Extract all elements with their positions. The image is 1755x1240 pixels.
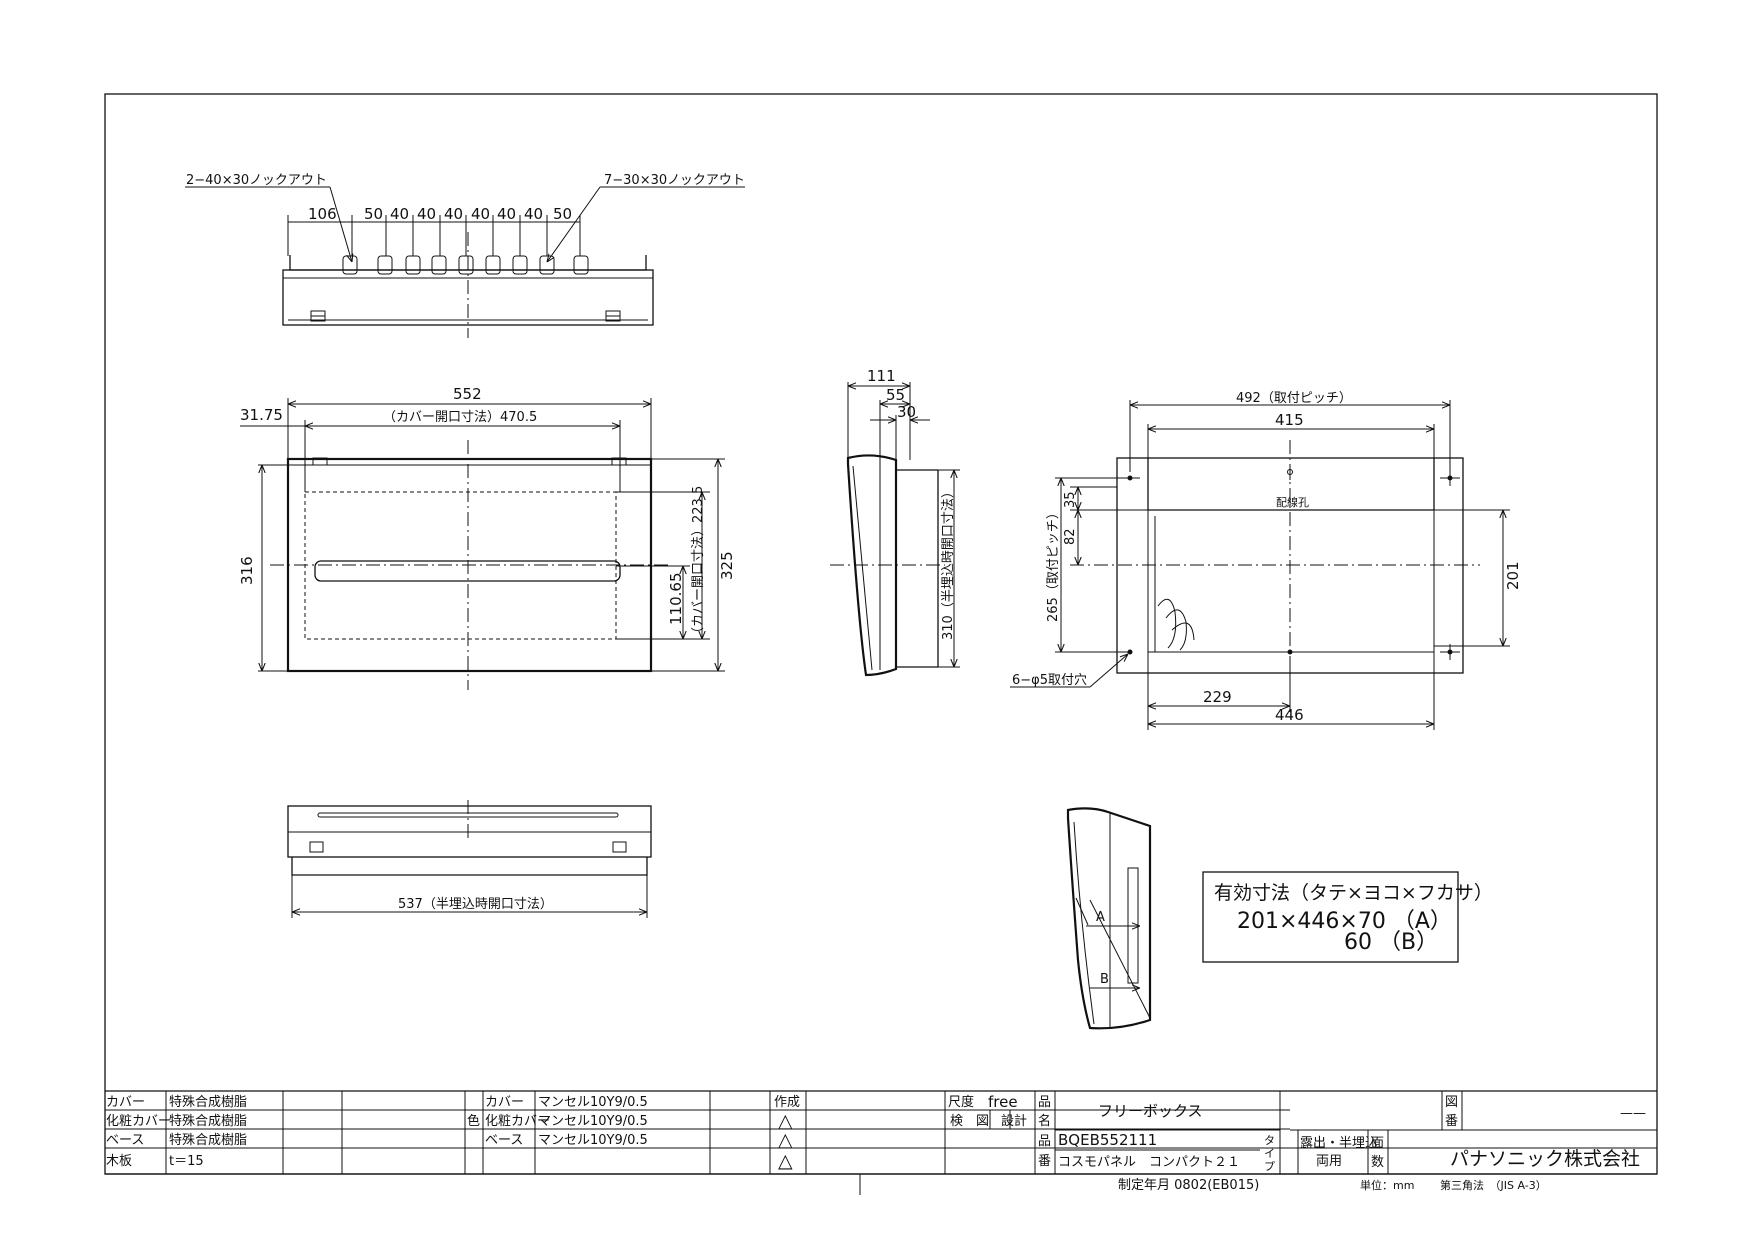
mat-value-3: 特殊合成樹脂 bbox=[169, 1133, 247, 1148]
mat-value-4: t＝15 bbox=[169, 1154, 204, 1169]
bottom-semi-embed: 537（半埋込時開口寸法） bbox=[398, 897, 553, 912]
color-part-2: 化粧カバー bbox=[485, 1114, 550, 1129]
product-number: BQEB552111 bbox=[1058, 1131, 1157, 1149]
knockout-left-label: 2−40×30ノックアウト bbox=[186, 173, 327, 188]
effective-title: 有効寸法（タテ×ヨコ×フカサ） bbox=[1214, 882, 1493, 904]
face-label-b: 数 bbox=[1371, 1155, 1384, 1170]
dim-40e: 40 bbox=[497, 205, 516, 223]
bottom-view bbox=[287, 800, 652, 918]
back-mount-holes: 6−φ5取付穴 bbox=[1012, 673, 1087, 688]
title-block bbox=[105, 1090, 1657, 1195]
front-height-325: 325 bbox=[718, 551, 736, 580]
sheet-border bbox=[104, 93, 1658, 1175]
drawing-label-b: 番 bbox=[1445, 1114, 1458, 1129]
product-name: フリーボックス bbox=[1098, 1102, 1203, 1120]
dim-40c: 40 bbox=[444, 205, 463, 223]
name-label-a: 品 bbox=[1038, 1095, 1051, 1110]
design-label: 設計 bbox=[1001, 1113, 1027, 1129]
top-view bbox=[185, 186, 745, 338]
unit-label: 単位：mm bbox=[1360, 1178, 1414, 1192]
mat-part-2: 化粧カバー bbox=[106, 1114, 171, 1129]
back-w415: 415 bbox=[1275, 411, 1304, 429]
effective-line1: 201×446×70 （A） bbox=[1237, 909, 1452, 934]
mat-value-2: 特殊合成樹脂 bbox=[169, 1114, 247, 1129]
dim-40d: 40 bbox=[471, 205, 490, 223]
back-view bbox=[1010, 400, 1510, 730]
front-offset-3175: 31.75 bbox=[240, 406, 283, 424]
mat-value-1: 特殊合成樹脂 bbox=[169, 1095, 247, 1110]
number-label-a: 品 bbox=[1038, 1134, 1051, 1149]
back-pitch-w: 492（取付ピッチ） bbox=[1236, 391, 1352, 406]
mat-part-3: ベース bbox=[106, 1133, 144, 1148]
revision-mark-3: △ bbox=[778, 1150, 793, 1172]
back-w446: 446 bbox=[1275, 706, 1304, 724]
color-part-3: ベース bbox=[485, 1133, 523, 1148]
side-d30: 30 bbox=[897, 403, 916, 421]
face-label-a: 面 bbox=[1371, 1136, 1384, 1151]
effective-box bbox=[1202, 871, 1459, 963]
color-label: 色 bbox=[467, 1113, 480, 1129]
detail-label-a: A bbox=[1096, 910, 1105, 925]
series-name: コスモパネル コンパクト２１ bbox=[1058, 1155, 1240, 1170]
side-view bbox=[830, 382, 960, 677]
scale-label: 尺度 bbox=[948, 1094, 974, 1110]
front-height-316: 316 bbox=[238, 556, 256, 585]
dim-106: 106 bbox=[308, 205, 337, 223]
back-wiring-hole: 配線孔 bbox=[1276, 495, 1309, 509]
front-view bbox=[240, 398, 725, 690]
name-label-b: 名 bbox=[1038, 1113, 1051, 1129]
revision-mark-2: △ bbox=[778, 1129, 793, 1151]
front-cover-opening-h: （カバー開口寸法）223.5 bbox=[691, 486, 706, 640]
established-date: 制定年月 0802(EB015) bbox=[1118, 1178, 1259, 1193]
type-value-1: 露出・半埋込 bbox=[1300, 1136, 1378, 1151]
side-d55: 55 bbox=[886, 386, 905, 404]
color-value-1: マンセル10Y9/0.5 bbox=[538, 1095, 648, 1110]
color-value-2: マンセル10Y9/0.5 bbox=[538, 1114, 648, 1129]
dim-40b: 40 bbox=[417, 205, 436, 223]
drawing-number: —— bbox=[1620, 1106, 1646, 1121]
detail-view bbox=[1066, 807, 1152, 1030]
effective-line2: 60 （B） bbox=[1344, 930, 1438, 955]
type-value-2: 両用 bbox=[1316, 1154, 1342, 1169]
side-depth-111: 111 bbox=[867, 367, 896, 385]
back-h201: 201 bbox=[1504, 561, 1522, 590]
back-pitch-h: 265（取付ピッチ） bbox=[1046, 506, 1061, 622]
dim-50b: 50 bbox=[553, 205, 572, 223]
dim-50a: 50 bbox=[364, 205, 383, 223]
company-name: パナソニック株式会社 bbox=[1450, 1148, 1640, 1170]
color-part-1: カバー bbox=[485, 1095, 524, 1110]
knockout-right-label: 7−30×30ノックアウト bbox=[604, 173, 745, 188]
detail-label-b: B bbox=[1100, 972, 1109, 987]
back-d35: 35 bbox=[1063, 491, 1078, 508]
number-label-b: 番 bbox=[1038, 1154, 1051, 1169]
type-label-a: タ bbox=[1264, 1134, 1275, 1147]
back-d82: 82 bbox=[1063, 528, 1078, 545]
back-w229: 229 bbox=[1203, 688, 1232, 706]
mat-part-4: 木板 bbox=[106, 1154, 132, 1169]
scale-value: free bbox=[988, 1093, 1018, 1111]
revision-header: 作成 bbox=[774, 1095, 800, 1110]
type-label-b: イ bbox=[1264, 1147, 1275, 1160]
check-label: 検 図 bbox=[950, 1114, 989, 1129]
color-value-3: マンセル10Y9/0.5 bbox=[538, 1133, 648, 1148]
front-slot-offset: 110.65 bbox=[667, 573, 685, 626]
dim-40f: 40 bbox=[524, 205, 543, 223]
side-semi-embed: 310（半埋込時開口寸法） bbox=[941, 485, 956, 640]
front-cover-opening: （カバー開口寸法）470.5 bbox=[383, 410, 537, 425]
type-label-c: プ bbox=[1264, 1160, 1275, 1173]
projection-label: 第三角法 （JIS A-3） bbox=[1440, 1178, 1547, 1192]
dim-40a: 40 bbox=[390, 205, 409, 223]
front-width-552: 552 bbox=[453, 385, 482, 403]
drawing-label-a: 図 bbox=[1445, 1095, 1458, 1110]
revision-mark-1: △ bbox=[778, 1110, 793, 1132]
mat-part-1: カバー bbox=[106, 1095, 145, 1110]
